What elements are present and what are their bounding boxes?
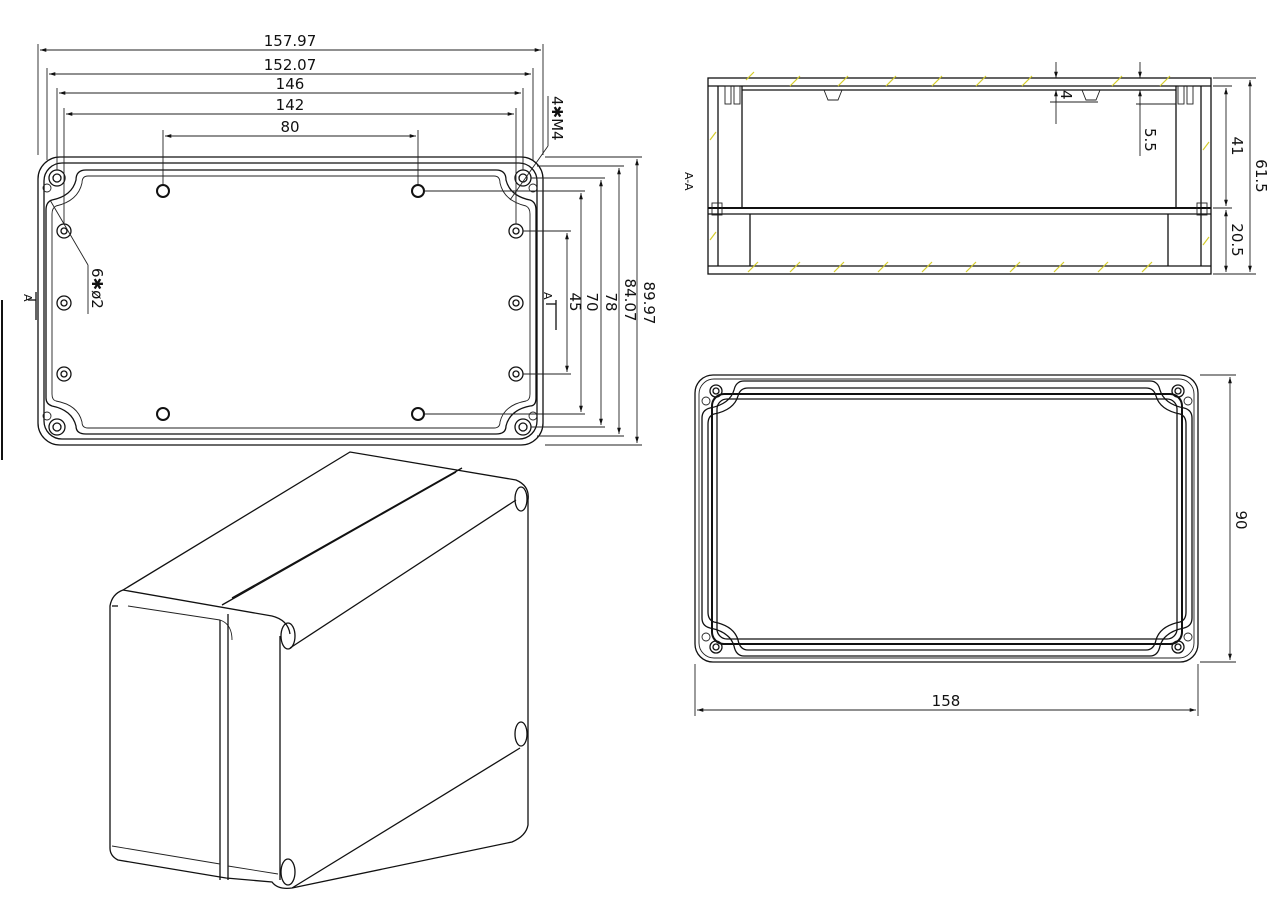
section-title: A-A — [682, 172, 695, 191]
side-hole — [508, 223, 524, 239]
side-hole — [508, 366, 524, 382]
dim-lower-height: 20.5 — [1228, 223, 1246, 256]
vertical-dimension-lines — [425, 156, 642, 446]
iso-hole — [280, 858, 296, 886]
section-dimension-lines — [1050, 62, 1256, 275]
dim-hole-spacing: 80 — [280, 118, 299, 136]
iso-hole — [514, 486, 528, 512]
section-outline — [707, 77, 1212, 275]
boss-hole — [411, 407, 425, 421]
dim-total-height: 61.5 — [1252, 159, 1270, 192]
bottom-outline-flange — [701, 380, 1193, 657]
top-view: 157.97 152.07 146 142 80 89.97 84.07 78 … — [1, 32, 658, 460]
svg-text:A: A — [21, 294, 34, 302]
dim-height-3: 78 — [602, 292, 620, 311]
bottom-corner-holes — [701, 384, 1193, 654]
side-hole — [56, 366, 72, 382]
boss-hole — [156, 184, 170, 198]
boss-hole — [411, 184, 425, 198]
iso-hole — [280, 622, 296, 650]
dim-width-2: 152.07 — [264, 56, 317, 74]
top-outline-inner — [45, 169, 537, 435]
dim-bottom-width: 158 — [932, 692, 961, 710]
dim-width-outer: 157.97 — [264, 32, 317, 50]
dim-lid-step: 5.5 — [1141, 128, 1159, 152]
bottom-view: 90 158 — [694, 374, 1250, 716]
section-hatching — [709, 71, 1210, 273]
leader-holes — [49, 199, 89, 266]
bottom-dimension-lines — [694, 374, 1236, 716]
bottom-inner-recess — [711, 393, 1183, 645]
side-hole — [56, 223, 72, 239]
top-outline-inner-2 — [51, 175, 531, 429]
top-outline-outer — [37, 156, 544, 446]
dim-width-3: 146 — [276, 75, 305, 93]
box-silhouette — [109, 451, 529, 890]
dim-width-4: 142 — [276, 96, 305, 114]
horizontal-dimension-lines — [37, 44, 544, 224]
section-marker-right: A — [541, 292, 557, 330]
leader-m4 — [509, 145, 549, 201]
boss-hole — [156, 407, 170, 421]
dim-bottom-height: 90 — [1232, 510, 1250, 529]
dim-height-5: 45 — [566, 292, 584, 311]
side-hole — [508, 295, 524, 311]
dim-height-2: 84.07 — [621, 279, 639, 322]
svg-text:A: A — [541, 292, 554, 300]
section-view: 61.5 41 20.5 4 5.5 A-A — [682, 62, 1270, 275]
bottom-outline-outer — [694, 374, 1199, 663]
dim-upper-height: 41 — [1228, 136, 1246, 155]
callout-m4: 4✱M4 — [548, 96, 566, 141]
section-marker-left: A — [21, 292, 37, 320]
isometric-view — [109, 451, 529, 890]
iso-hole — [514, 721, 528, 747]
callout-holes: 6✱ø2 — [88, 268, 106, 309]
top-outline-2 — [43, 162, 538, 440]
dim-height-4: 70 — [583, 292, 601, 311]
corner-hole-bl — [42, 411, 66, 436]
dim-rib: 4 — [1057, 90, 1075, 100]
side-hole — [56, 295, 72, 311]
dim-height-outer: 89.97 — [640, 282, 658, 325]
